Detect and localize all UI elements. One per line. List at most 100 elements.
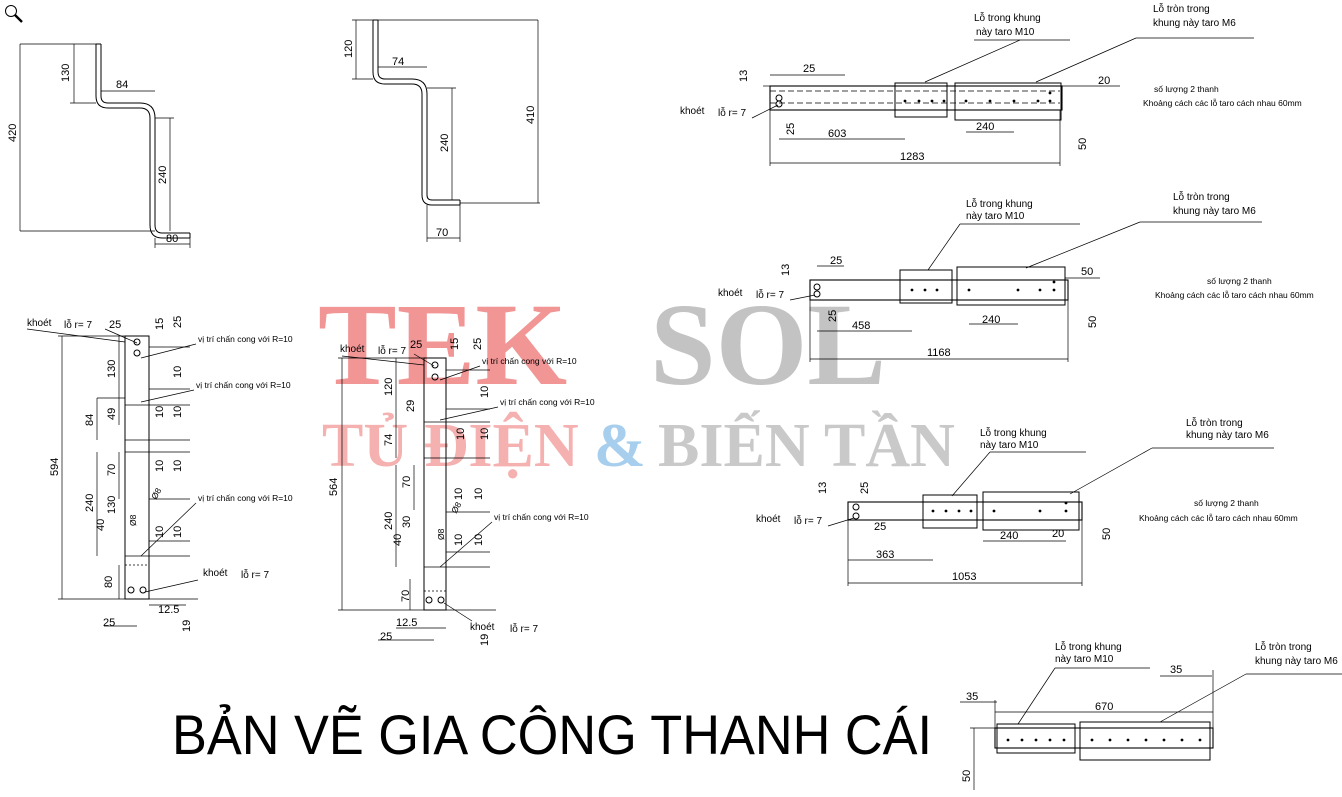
label-khoet: khoét [340,344,365,355]
dim-670: 670 [1095,701,1113,713]
dim-13: 13 [780,264,792,276]
dim-120: 120 [343,40,355,58]
dim-80: 80 [103,576,115,588]
label-lo-r7: lỗ r= 7 [756,288,785,301]
dim-420: 420 [7,124,19,142]
dim-10f: 10 [154,526,166,538]
dim-10e: 10 [473,488,485,500]
dim-20: 20 [1098,75,1110,87]
dim-130: 130 [106,360,118,378]
dim-25: 25 [859,482,871,494]
dim-25: 25 [410,339,422,351]
dim-d8b: Ø8 [128,514,138,526]
dim-25b: 25 [785,123,797,135]
note-m6-1b: khung này taro M6 [1153,18,1236,29]
label-lo-r7: lỗ r= 7 [378,344,407,357]
magnifier-icon[interactable] [5,5,23,23]
label-khoet: khoét [718,288,743,299]
dim-240: 240 [84,494,96,512]
note-m10-1: Lỗ trong khung [974,11,1041,24]
dim-458: 458 [852,320,870,332]
dim-10e: 10 [172,460,184,472]
plan-view-2: Lỗ trong khung này taro M10 Lỗ tròn tron… [718,190,1314,362]
dim-70: 70 [106,464,118,476]
drawing-title: BẢN VẼ GIA CÔNG THANH CÁI [172,703,932,766]
watermark-brand-red: TEK [318,279,567,410]
plan-view-1: Lỗ trong khung này taro M10 Lỗ tròn tron… [680,2,1302,166]
dim-13: 13 [738,70,750,82]
dim-10b: 10 [455,428,467,440]
dim-10c: 10 [479,428,491,440]
dim-50: 50 [1077,138,1089,150]
dim-120: 120 [383,378,395,396]
note-m6-2: Lỗ tròn trong [1173,190,1230,203]
note-m10-3b: này taro M10 [980,440,1039,451]
dim-25b: 25 [172,316,184,328]
note-m10-2: Lỗ trong khung [966,197,1033,210]
label-lo-r7-2: lỗ r= 7 [510,622,539,635]
dim-10g: 10 [172,526,184,538]
note-bend-1: vị trí chấn cong với R=10 [482,356,577,366]
dim-13: 13 [817,482,829,494]
label-khoet: khoét [27,318,52,329]
note-m6-4b: khung này taro M6 [1255,656,1338,667]
watermark-tagline-a: TỦ ĐIỆN [322,412,579,480]
dim-70: 70 [401,476,413,488]
dim-25: 25 [830,255,842,267]
dim-603: 603 [828,128,846,140]
dim-10d: 10 [453,488,465,500]
dim-363: 363 [876,549,894,561]
note-qty-3: số lượng 2 thanh [1194,498,1259,508]
watermark-brand-grey: SOL [650,279,886,410]
label-lo-r7-2: lỗ r= 7 [241,568,270,581]
dim-30: 30 [401,516,413,528]
dim-49: 49 [106,408,118,420]
dim-25c: 25 [103,617,115,629]
watermark-ampersand: & [594,412,646,480]
dim-50: 50 [1081,266,1093,278]
dim-10g: 10 [473,534,485,546]
note-spacing-3: Khoảng cách các lỗ taro cách nhau 60mm [1139,513,1298,523]
note-qty-1: số lượng 2 thanh [1154,84,1219,94]
dim-15: 15 [449,338,461,350]
note-m6-3: Lỗ tròn trong [1186,416,1243,429]
dim-240b: 240 [439,134,451,152]
dim-80: 80 [166,233,178,245]
note-m6-3b: khung này taro M6 [1186,430,1269,441]
dim-240: 240 [1000,530,1018,542]
bend-profile-1: 420 130 84 240 80 [7,43,191,248]
watermark: TEK SOL TỦ ĐIỆN & BIẾN TẦN [318,279,955,480]
note-bend-3: vị trí chấn cong với R=10 [198,493,293,503]
dim-25b: 25 [827,310,839,322]
dim-594: 594 [49,458,61,476]
dim-240: 240 [383,512,395,530]
label-khoet: khoét [756,514,781,525]
dim-240: 240 [982,314,1000,326]
note-m10-1b: này taro M10 [976,27,1035,38]
dim-25: 25 [803,63,815,75]
dim-74: 74 [392,56,404,68]
dim-25b: 25 [472,338,484,350]
note-m6-4: Lỗ tròn trong [1255,640,1312,653]
plan-view-4: Lỗ trong khung này taro M10 Lỗ tròn tron… [960,640,1342,790]
dim-10d: 10 [154,460,166,472]
bend-profile-2: 120 74 240 410 70 [343,19,540,242]
side-view-1: khoét lỗ r= 7 25 15 25 594 130 84 49 10 … [26,316,293,632]
dim-40: 40 [392,534,404,546]
dim-12-5: 12.5 [158,604,179,616]
dim-25c: 25 [380,631,392,643]
label-lo-r7: lỗ r= 7 [718,106,747,119]
dim-25: 25 [109,319,121,331]
label-lo-r7: lỗ r= 7 [64,318,93,331]
dim-240: 240 [976,121,994,133]
dim-10c: 10 [172,406,184,418]
dim-1053: 1053 [952,571,976,583]
dim-70: 70 [436,227,448,239]
dim-84: 84 [116,79,128,91]
dim-410: 410 [525,106,537,124]
dim-15: 15 [154,318,166,330]
note-m10-4b: này taro M10 [1055,654,1114,665]
note-spacing-1: Khoảng cách các lỗ taro cách nhau 60mm [1143,98,1302,108]
dim-130b: 130 [106,496,118,514]
dim-19: 19 [479,634,491,646]
